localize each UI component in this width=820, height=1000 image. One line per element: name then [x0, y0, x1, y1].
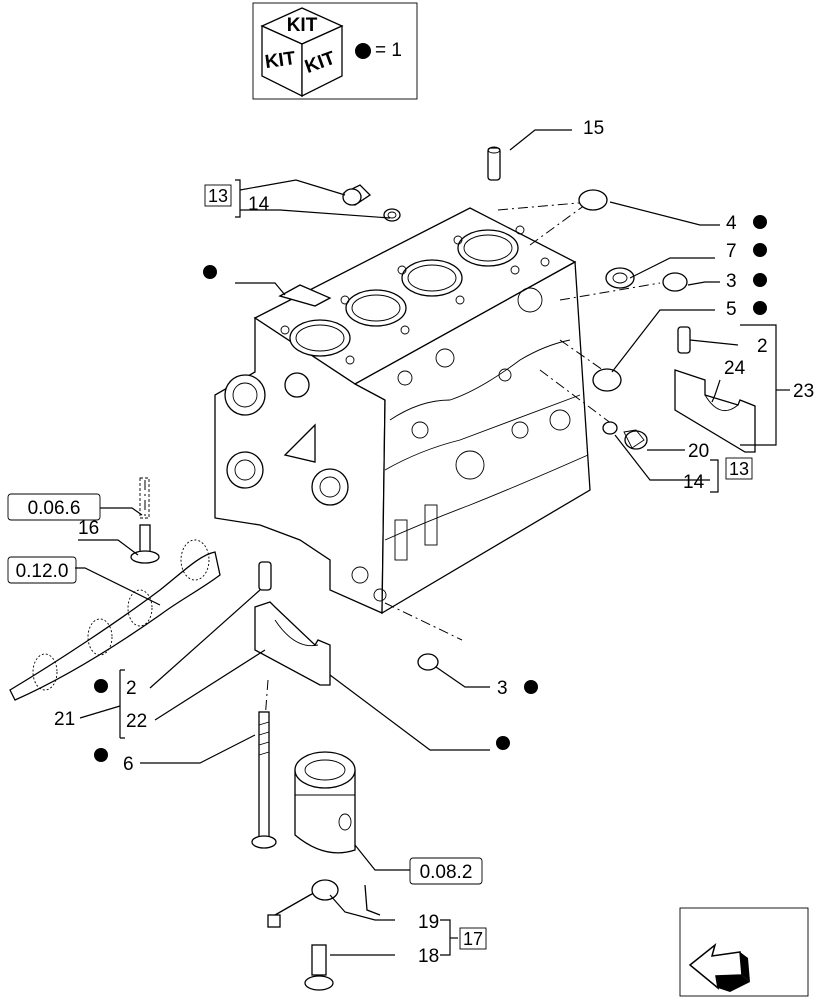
bolt-16 — [130, 477, 160, 564]
kit-dot-6 — [94, 748, 108, 762]
kit-dot-3a — [753, 273, 767, 287]
leader-lines — [75, 129, 790, 956]
callout-14-lower: 14 — [683, 472, 705, 493]
kit-label-left: KIT — [264, 48, 298, 73]
piston — [294, 751, 356, 854]
bushing-7 — [605, 267, 635, 289]
callout-2-lower: 2 — [126, 678, 137, 699]
washer-14-upper — [383, 208, 401, 222]
reference-box-0-12-0[interactable] — [7, 556, 77, 584]
kit-dot-cap — [496, 736, 510, 750]
dowel-2-lower — [258, 561, 272, 591]
threaded-plug-20 — [623, 429, 648, 450]
plug-3-upper — [662, 272, 688, 292]
kit-dot-4 — [753, 215, 767, 229]
callout-13-frame-upper — [204, 184, 232, 207]
next-page-arrow-icon[interactable] — [679, 907, 809, 997]
callout-13-lower: 13 — [729, 459, 749, 479]
engine-block — [214, 207, 591, 615]
kit-dot-block — [203, 265, 217, 279]
callout-13-frame-lower — [725, 457, 753, 480]
bolt-6 — [251, 711, 277, 849]
reference-boxes[interactable]: 0.06.6 0.12.0 0.08.2 — [7, 493, 483, 885]
callout-3-lower: 3 — [497, 678, 508, 699]
kit-dot-7 — [753, 243, 767, 257]
washer-14-lower — [602, 421, 618, 435]
kit-dot-3b — [524, 680, 538, 694]
kit-dot-2b — [94, 679, 108, 693]
kit-dot-5 — [753, 301, 767, 315]
kit-label-top: KIT — [287, 15, 318, 36]
reference-label-0-12-0[interactable]: 0.12.0 — [16, 561, 69, 582]
assembly-axes — [144, 201, 661, 721]
callout-7: 7 — [726, 241, 737, 262]
callout-13-upper: 13 — [208, 186, 228, 206]
callout-20: 20 — [688, 441, 709, 462]
callout-4: 4 — [726, 213, 737, 234]
reference-box-0-06-6[interactable] — [7, 493, 101, 521]
kit-equals-text: = 1 — [375, 40, 402, 61]
dowel-pin-15 — [487, 146, 501, 181]
plug-4 — [578, 189, 608, 211]
plug-5 — [592, 368, 622, 392]
kit-marker-dots — [94, 215, 767, 762]
callout-3-upper: 3 — [726, 271, 737, 292]
bolt-18 — [304, 944, 334, 991]
bearing-cap-22 — [254, 601, 331, 686]
kit-dot-icon — [355, 43, 371, 59]
callout-23: 23 — [793, 381, 814, 402]
callout-6: 6 — [123, 754, 134, 775]
callout-labels: 15 13 14 4 7 3 5 2 24 23 20 13 14 16 3 2… — [54, 118, 814, 967]
kit-cube-icon: KIT KIT KIT — [260, 7, 344, 98]
callout-17-frame — [459, 927, 487, 950]
callout-22: 22 — [126, 711, 147, 732]
reference-label-0-08-2[interactable]: 0.08.2 — [420, 862, 473, 883]
callout-18: 18 — [418, 946, 439, 967]
reference-label-0-06-6[interactable]: 0.06.6 — [28, 498, 81, 519]
camshaft — [9, 539, 221, 701]
threaded-plug-13-upper — [342, 184, 372, 206]
callout-21: 21 — [54, 709, 75, 730]
reference-box-0-08-2[interactable] — [409, 857, 483, 885]
oil-jet-19 — [267, 879, 381, 928]
callout-5: 5 — [726, 299, 737, 320]
callout-24: 24 — [724, 358, 746, 379]
callout-19: 19 — [418, 912, 439, 933]
cylinder-bores — [289, 229, 519, 357]
plug-3-lower — [417, 653, 439, 671]
callout-16: 16 — [78, 518, 99, 539]
kit-legend: KIT KIT KIT = 1 — [252, 2, 418, 100]
callout-15: 15 — [583, 118, 604, 139]
bearing-cap-24 — [674, 369, 756, 453]
callout-2-upper: 2 — [757, 336, 768, 357]
callout-17: 17 — [463, 929, 483, 949]
dowel-2-upper — [677, 326, 691, 354]
kit-legend-frame — [252, 2, 418, 100]
callout-14-upper: 14 — [248, 194, 270, 215]
